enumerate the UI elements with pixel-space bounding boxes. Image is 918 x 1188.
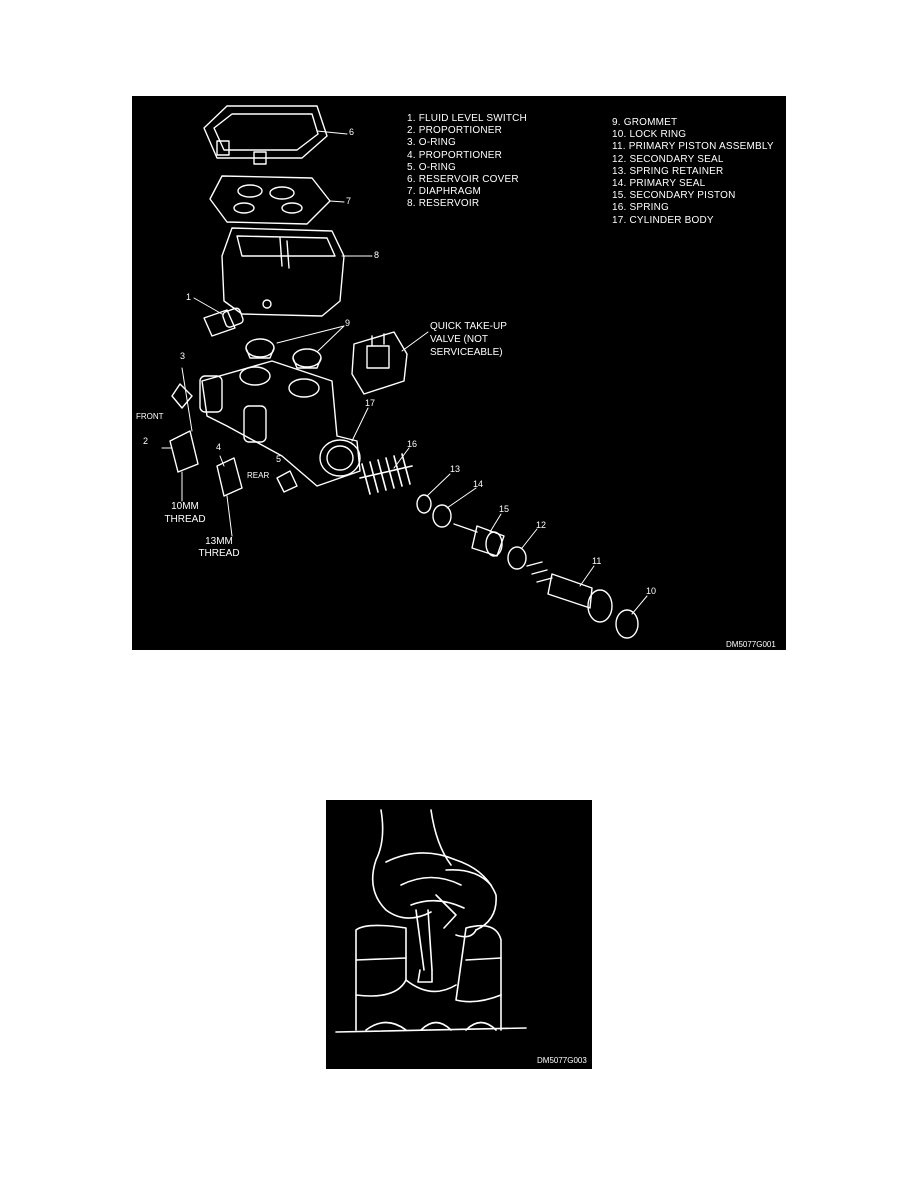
legend-item: 11. PRIMARY PISTON ASSEMBLY bbox=[612, 141, 774, 153]
figure-code: DM5077G003 bbox=[537, 1056, 587, 1065]
thread-10mm-label-2: THREAD bbox=[164, 514, 206, 525]
legend-item: 15. SECONDARY PISTON bbox=[612, 190, 736, 202]
legend-item: 14. PRIMARY SEAL bbox=[612, 177, 706, 189]
legend-item: 5. O-RING bbox=[407, 161, 457, 173]
rear-label: REAR bbox=[247, 471, 270, 480]
exploded-view-drawing bbox=[161, 105, 648, 639]
legend-item: 16. SPRING bbox=[612, 202, 670, 214]
legend-item: 3. O-RING bbox=[407, 137, 457, 149]
cylinder-top-drawing bbox=[335, 924, 527, 1033]
legend-item: 9. GROMMET bbox=[612, 117, 678, 128]
callout-5: 5 bbox=[276, 454, 282, 464]
reservoir-cover-drawing bbox=[203, 105, 328, 165]
legend-item: 2. PROPORTIONER bbox=[407, 125, 503, 137]
secondary-piston-drawing bbox=[453, 523, 505, 557]
quick-take-up-valve-drawing bbox=[351, 331, 408, 395]
exploded-view-figure: 1. FLUID LEVEL SWITCH 2. PROPORTIONER 3.… bbox=[132, 96, 786, 650]
callout-12: 12 bbox=[536, 520, 547, 530]
callout-13: 13 bbox=[450, 464, 461, 474]
legend-item: 12. SECONDARY SEAL bbox=[612, 153, 724, 165]
callout-10: 10 bbox=[646, 586, 657, 596]
pliers-drawing bbox=[415, 894, 457, 983]
callout-2: 2 bbox=[143, 436, 149, 446]
callout-17: 17 bbox=[365, 398, 376, 408]
spring-drawing bbox=[359, 453, 413, 495]
thread-10mm-label-1: 10MM bbox=[171, 501, 199, 512]
legend-item: 7. DIAPHRAGM bbox=[407, 186, 482, 198]
parts-legend-left: 1. FLUID LEVEL SWITCH 2. PROPORTIONER 3.… bbox=[407, 113, 527, 211]
legend-item: 13. SPRING RETAINER bbox=[612, 165, 724, 177]
thread-13mm-label-1: 13MM bbox=[205, 536, 233, 547]
legend-item: 6. RESERVOIR COVER bbox=[407, 173, 519, 185]
callout-15: 15 bbox=[499, 504, 510, 514]
thread-13mm-label-2: THREAD bbox=[198, 548, 240, 559]
quick-take-up-label-2: VALVE (NOT bbox=[430, 334, 488, 345]
quick-take-up-label-3: SERVICEABLE) bbox=[430, 347, 503, 358]
leader-lines bbox=[161, 130, 648, 615]
callout-4: 4 bbox=[216, 442, 222, 452]
cylinder-body-drawing bbox=[199, 360, 361, 487]
callout-11: 11 bbox=[592, 556, 602, 566]
grommet-removal-drawing bbox=[335, 809, 527, 1033]
diaphragm-drawing bbox=[209, 175, 331, 225]
reservoir-drawing bbox=[221, 227, 345, 317]
callout-16: 16 bbox=[407, 439, 418, 449]
front-label: FRONT bbox=[136, 412, 164, 421]
legend-item: 4. PROPORTIONER bbox=[407, 149, 503, 161]
callout-9: 9 bbox=[345, 318, 351, 328]
callout-14: 14 bbox=[473, 479, 484, 489]
callout-8: 8 bbox=[374, 250, 380, 260]
legend-item: 1. FLUID LEVEL SWITCH bbox=[407, 113, 527, 124]
proportioner-drawings bbox=[169, 383, 298, 497]
parts-legend-right: 9. GROMMET 10. LOCK RING 11. PRIMARY PIS… bbox=[612, 117, 774, 227]
callout-1: 1 bbox=[186, 292, 192, 302]
hand-drawing bbox=[371, 809, 497, 938]
legend-item: 8. RESERVOIR bbox=[407, 198, 480, 210]
callout-6: 6 bbox=[349, 127, 355, 137]
callout-7: 7 bbox=[346, 196, 352, 206]
grommet-removal-figure: DM5077G003 bbox=[326, 800, 592, 1069]
callout-3: 3 bbox=[180, 351, 186, 361]
legend-item: 17. CYLINDER BODY bbox=[612, 214, 714, 226]
quick-take-up-label-1: QUICK TAKE-UP bbox=[430, 321, 507, 332]
figure-code: DM5077G001 bbox=[726, 640, 776, 649]
primary-piston-drawing bbox=[526, 561, 613, 623]
legend-item: 10. LOCK RING bbox=[612, 129, 687, 141]
